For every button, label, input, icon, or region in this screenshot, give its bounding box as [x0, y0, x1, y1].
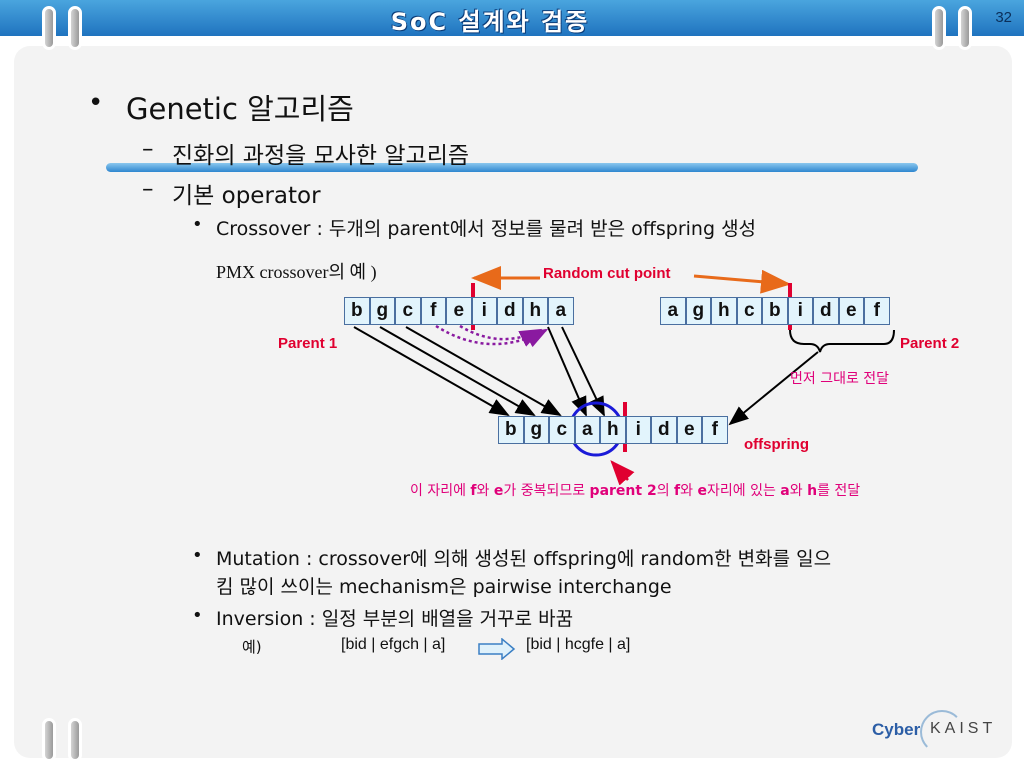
gene-cell: d [813, 297, 839, 325]
binder-ring-icon [932, 6, 946, 50]
inversion-text: Inversion : 일정 부분의 배열을 거꾸로 바꿈 [216, 608, 574, 630]
binder-ring-icon [68, 6, 82, 50]
note-part: f [674, 483, 681, 499]
bullet-dot-icon: • [192, 214, 203, 235]
note-part: parent 2 [589, 483, 657, 499]
heading-genetic: Genetic 알고리즘 [126, 92, 354, 126]
gene-cell: e [838, 297, 864, 325]
inherit-arrow [379, 326, 536, 416]
binder-ring-icon [68, 718, 82, 762]
inherit-arrow [728, 351, 819, 426]
dash-marker: – [142, 136, 154, 162]
binder-ring-icon [42, 718, 56, 762]
note-part: 와 [789, 483, 808, 499]
dash-marker: – [142, 176, 154, 202]
bullet-dot-icon: • [88, 88, 104, 118]
logo-cyber-text: Cyber [872, 720, 921, 739]
subheading-operator: 기본 operator [172, 183, 321, 209]
right-arrow-icon [478, 638, 516, 660]
swap-arc [459, 324, 543, 347]
note-part: h [807, 483, 818, 499]
gene-cell: e [676, 416, 702, 444]
gene-cell: h [600, 416, 626, 444]
mutation-text-line2: 킴 많이 쓰이는 mechanism은 pairwise interchange [216, 576, 672, 598]
parent1-label: Parent 1 [278, 335, 338, 352]
inherit-arrow [547, 326, 587, 417]
inversion-after: [bid | hcgfe | a] [526, 636, 631, 653]
page-number: 32 [995, 9, 1012, 26]
parent2-brace [789, 329, 895, 353]
inherit-arrow [561, 326, 605, 417]
binder-ring-icon [958, 6, 972, 50]
note-part: 를 전달 [817, 483, 861, 499]
gene-cell: a [660, 297, 686, 325]
bullet-dot-icon: • [192, 605, 203, 626]
gene-cell: b [762, 297, 788, 325]
gene-cell: e [446, 297, 472, 325]
cyber-kaist-logo: Cyber KAIST [866, 710, 1006, 754]
inversion-before: [bid | efgch | a] [341, 636, 446, 653]
note-part: e [493, 483, 504, 499]
inherit-arrow [353, 326, 510, 416]
note-arrow [610, 460, 635, 486]
inherit-arrow [405, 326, 562, 416]
gene-cell: d [651, 416, 677, 444]
gene-cell: f [420, 297, 446, 325]
gene-cell: h [522, 297, 548, 325]
note-part: 가 중복되므로 [503, 483, 590, 499]
example-label: 예) [242, 638, 262, 656]
header-bar: SoC 설계와 검증 32 [0, 0, 1024, 36]
mutation-text-line1: Mutation : crossover에 의해 생성된 offspring에 … [216, 548, 832, 570]
gene-cell: d [497, 297, 523, 325]
subheading-evolution: 진화의 과정을 모사한 알고리즘 [172, 143, 470, 169]
random-cut-label: Random cut point [543, 265, 671, 282]
note-part: e [697, 483, 707, 499]
divider-line [106, 163, 918, 172]
gene-cell: a [548, 297, 574, 325]
logo-arc-icon [920, 710, 964, 754]
note-part: 자리에 있는 [706, 483, 781, 499]
note-part: 의 [656, 483, 675, 499]
gene-cell: i [787, 297, 813, 325]
parent2-label: Parent 2 [900, 335, 960, 352]
note-part: f [470, 483, 477, 499]
note-part: 이 자리에 [410, 483, 471, 499]
crossover-text: Crossover : 두개의 parent에서 정보를 물려 받은 offsp… [216, 218, 757, 240]
gene-cell: c [395, 297, 421, 325]
note-part: a [780, 483, 790, 499]
offspring-label: offspring [744, 436, 809, 453]
gene-cell: i [471, 297, 497, 325]
transfer-note: 먼저 그대로 전달 [790, 371, 890, 387]
note-part: 와 [680, 483, 698, 499]
cut-arrow-right [693, 269, 791, 294]
gene-cell: h [711, 297, 737, 325]
logo-kaist-text: KAIST [930, 720, 997, 737]
gene-cell: b [498, 416, 524, 444]
gene-cell: i [625, 416, 651, 444]
gene-cell: g [369, 297, 395, 325]
binder-ring-icon [42, 6, 56, 50]
gene-cell: g [523, 416, 549, 444]
gene-cell: g [685, 297, 711, 325]
bullet-dot-icon: • [192, 545, 203, 566]
header-title: SoC 설계와 검증 [390, 8, 590, 36]
gene-cell: a [574, 416, 600, 444]
gene-cell: c [549, 416, 575, 444]
gene-cell: b [344, 297, 370, 325]
gene-cell: f [702, 416, 728, 444]
gene-cell: f [864, 297, 890, 325]
gene-cell: c [736, 297, 762, 325]
duplicate-note: 이 자리에 f와 e가 중복되므로 parent 2의 f와 e자리에 있는 a… [410, 480, 860, 500]
pmx-example-label: PMX crossover의 예 ) [216, 262, 377, 282]
note-part: 와 [476, 483, 494, 499]
